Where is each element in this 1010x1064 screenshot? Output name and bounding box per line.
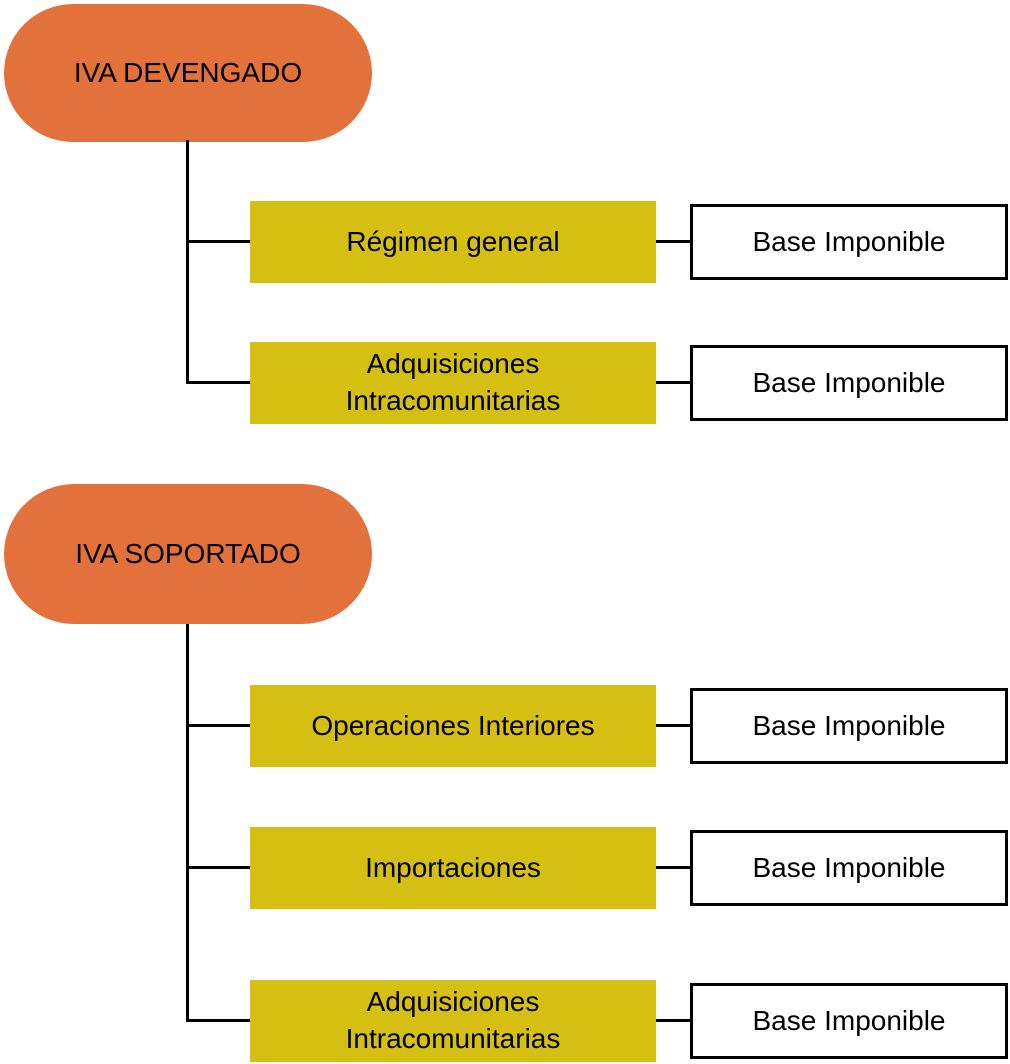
connector-trunk-soportado <box>186 624 189 1022</box>
connector-branch <box>186 240 250 243</box>
connector-stub <box>656 724 690 727</box>
category-node-regimen-general: Régimen general <box>250 201 656 283</box>
connector-branch <box>186 1019 250 1022</box>
value-node-base-imponible: Base Imponible <box>690 983 1008 1059</box>
value-node-base-imponible: Base Imponible <box>690 345 1008 421</box>
root-node-iva-devengado: IVA DEVENGADO <box>4 4 372 142</box>
category-node-adquisiciones-intracomunitarias: Adquisiciones Intracomunitarias <box>250 342 656 424</box>
connector-stub <box>656 866 690 869</box>
category-node-importaciones: Importaciones <box>250 827 656 909</box>
category-node-operaciones-interiores: Operaciones Interiores <box>250 685 656 767</box>
value-node-base-imponible: Base Imponible <box>690 688 1008 764</box>
connector-stub <box>656 240 690 243</box>
root-node-iva-soportado: IVA SOPORTADO <box>4 484 372 624</box>
connector-trunk-devengado <box>186 140 189 384</box>
value-node-base-imponible: Base Imponible <box>690 204 1008 280</box>
category-node-adquisiciones-intracomunitarias: Adquisiciones Intracomunitarias <box>250 980 656 1062</box>
value-node-base-imponible: Base Imponible <box>690 830 1008 906</box>
connector-branch <box>186 381 250 384</box>
connector-stub <box>656 381 690 384</box>
connector-branch <box>186 866 250 869</box>
connector-stub <box>656 1019 690 1022</box>
connector-branch <box>186 724 250 727</box>
